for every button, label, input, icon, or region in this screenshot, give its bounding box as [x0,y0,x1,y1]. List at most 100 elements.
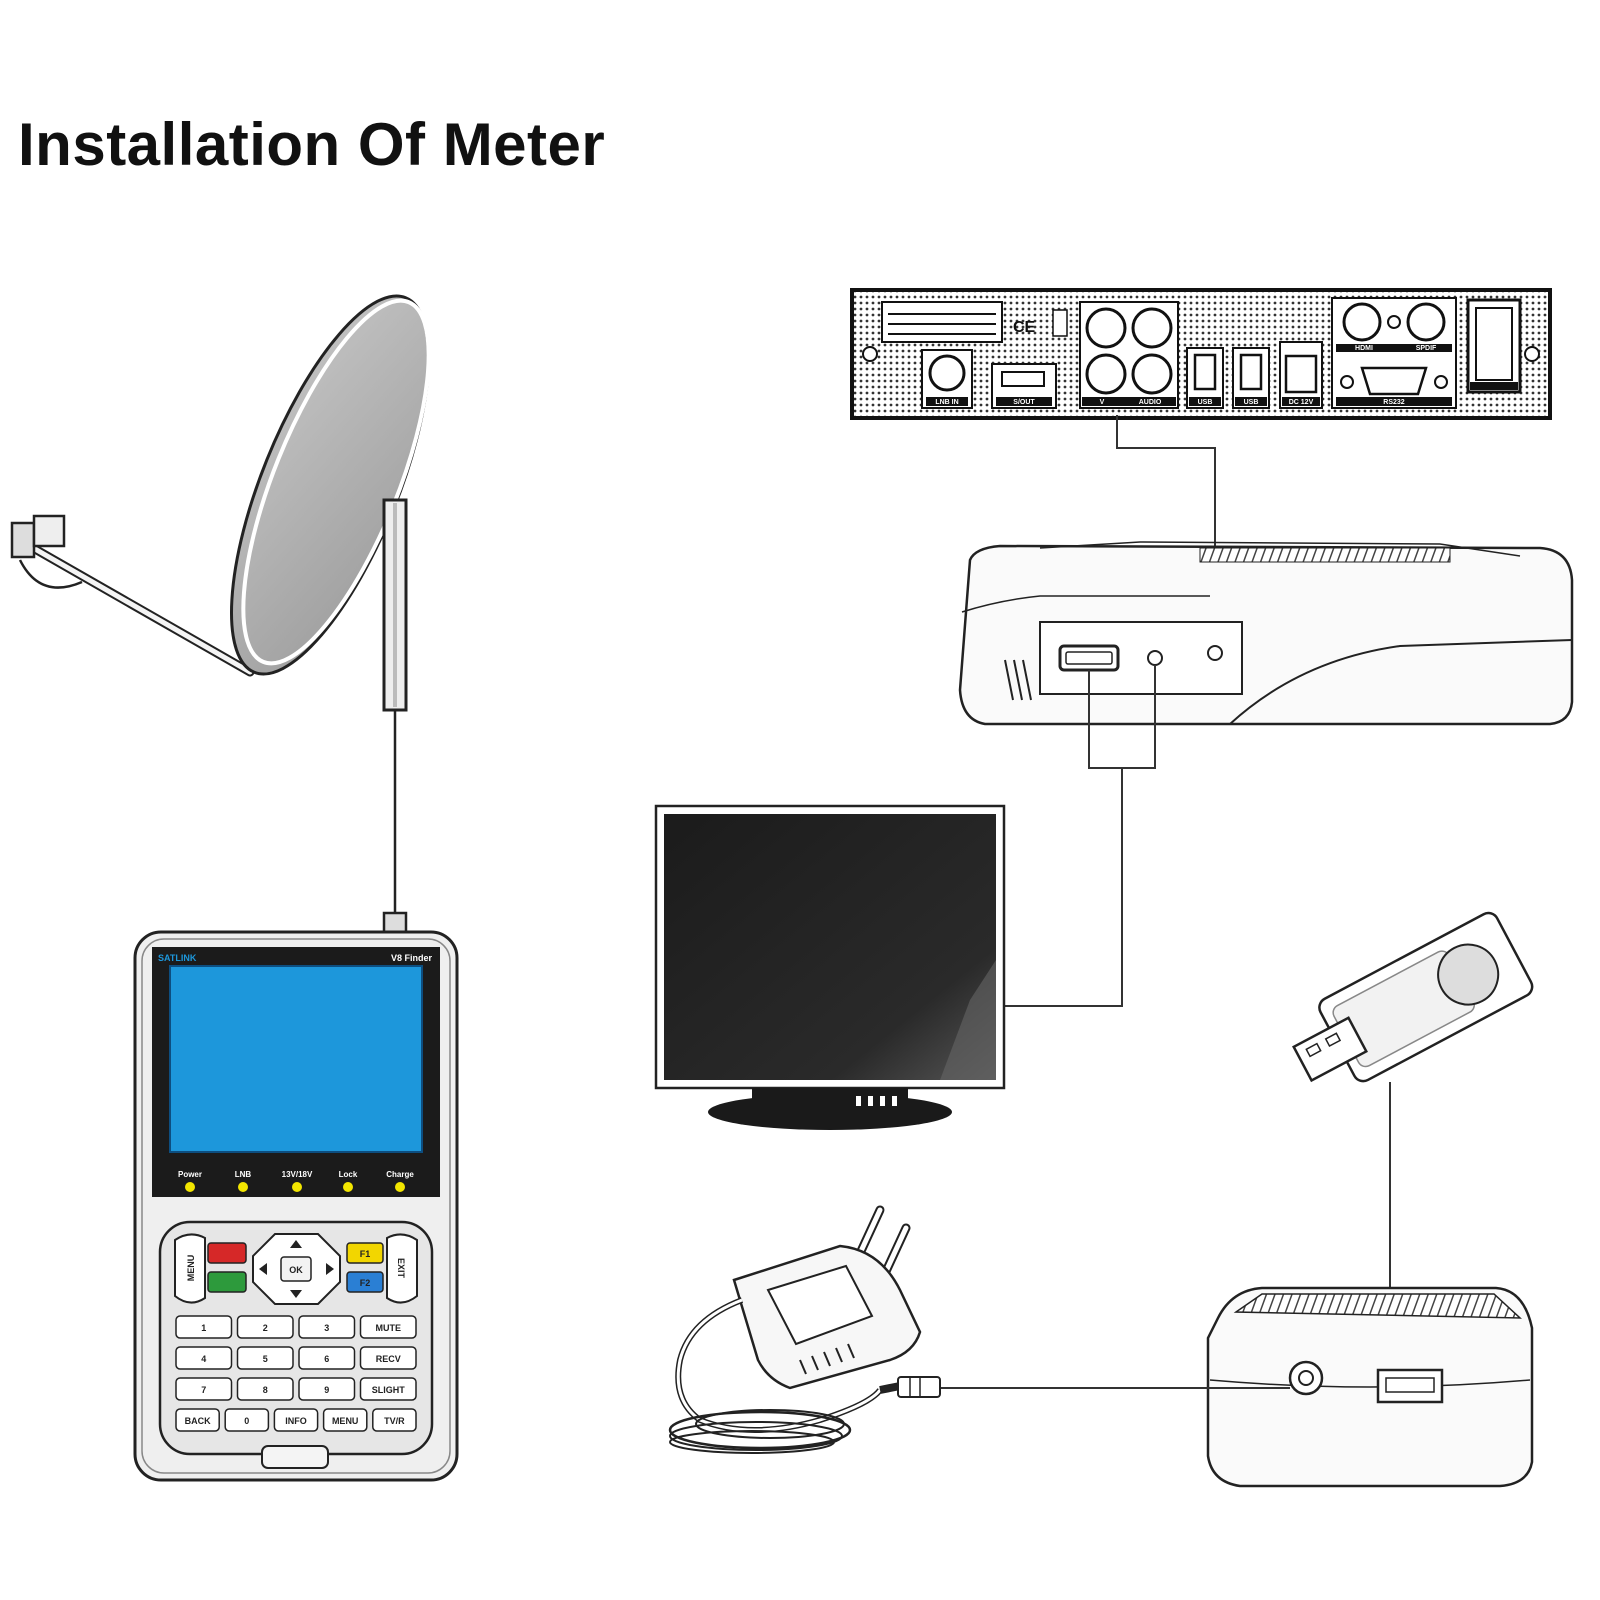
power-switch [1466,298,1522,394]
led-icon [238,1182,248,1192]
power-adapter-icon [668,1205,941,1454]
ce-mark-icon: CE [1013,319,1036,336]
connection-line [1003,768,1123,1007]
indicator-row: Power LNB 13V/18V Lock Charge [178,1170,414,1192]
keypad-key: 0 [224,1408,270,1432]
key-label: 1 [201,1323,206,1333]
keypad-key: MUTE [359,1315,417,1339]
port-label: RS232 [1383,399,1405,406]
port-label: S/OUT [1013,399,1035,406]
port-label: DC 12V [1289,399,1314,406]
port-label: USB [1198,399,1213,406]
meter-brand: SATLINK [158,953,197,963]
key-label: 8 [263,1385,268,1395]
up-arrow-icon [290,1240,302,1248]
key-label: 5 [263,1354,268,1364]
s-out-port: S/OUT [991,363,1057,409]
lnb-in-port: LNB IN [921,349,973,409]
key-label: INFO [285,1416,307,1426]
meter-side-view [958,541,1574,726]
port-label: USB [1244,399,1259,406]
keypad-key: 2 [236,1315,294,1339]
keypad-key: 4 [175,1346,233,1370]
keypad-key: 9 [298,1377,356,1401]
keypad-key: MENU [322,1408,368,1432]
meter-model: V8 Finder [391,953,433,963]
red-key [207,1242,247,1264]
key-label: MENU [332,1416,359,1426]
led-icon [185,1182,195,1192]
indicator-lock: Lock [339,1170,358,1192]
f2-label: F2 [360,1278,371,1288]
key-label: 6 [324,1354,329,1364]
key-label: 3 [324,1323,329,1333]
keypad-key: TV/R [372,1408,417,1432]
rca-av-ports: V AUDIO [1079,301,1179,409]
indicator-label: 13V/18V [282,1170,313,1179]
page-title: Installation Of Meter [18,111,606,178]
port-label: SPDIF [1416,345,1437,352]
hdmi-spdif-rs232-ports: HDMI SPDIF RS232 [1331,297,1457,409]
led-icon [395,1182,405,1192]
menu-label: MENU [186,1255,196,1282]
weee-bin-icon [1052,309,1068,337]
port-label: V [1100,399,1105,406]
keypad-key: SLIGHT [359,1377,417,1401]
indicator-charge: Charge [386,1170,414,1192]
port-label: LNB IN [935,399,958,406]
menu-side-button: MENU [174,1233,206,1304]
satellite-dish-icon [10,294,431,712]
yellow-key: F1 [346,1242,384,1264]
left-arrow-icon [259,1263,267,1275]
dpad: OK [252,1233,341,1305]
lnb-icon [10,514,83,589]
usb-port-2: USB [1232,347,1270,409]
indicator-label: LNB [235,1170,252,1179]
usb-port-1: USB [1186,347,1224,409]
dc-12v-port: DC 12V [1279,341,1323,409]
key-label: MUTE [376,1323,402,1333]
keypad-key: RECV [359,1346,417,1370]
av-jack [1147,650,1163,666]
led-icon [292,1182,302,1192]
usb-drive-icon [1292,911,1534,1083]
keypad: 1 2 3 MUTE 4 5 6 RECV 7 8 9 SLIGHT BACK 0 INFO MENU TV/R [175,1315,417,1432]
key-label: SLIGHT [372,1385,406,1395]
port-label: AUDIO [1139,399,1162,406]
indicator-voltage: 13V/18V [282,1170,313,1192]
keypad-key: BACK [175,1408,220,1432]
keypad-key: 8 [236,1377,294,1401]
key-label: BACK [185,1416,211,1426]
keypad-key: 1 [175,1315,233,1339]
led-icon [343,1182,353,1192]
keypad-key: 5 [236,1346,294,1370]
port-label: HDMI [1355,345,1373,352]
indicator-label: Lock [339,1170,358,1179]
indicator-lnb: LNB [235,1170,252,1192]
ok-label: OK [289,1265,303,1275]
keypad-key: 3 [298,1315,356,1339]
indicator-label: Power [178,1170,202,1179]
green-key [207,1271,247,1293]
meter-bottom-view [1206,1286,1534,1488]
f1-label: F1 [360,1249,371,1259]
indicator-power: Power [178,1170,202,1192]
monitor-icon [654,804,1006,1130]
keypad-key: 7 [175,1377,233,1401]
satellite-meter: SATLINK V8 Finder Power LNB 13V/18V Lock… [133,911,459,1482]
key-label: RECV [376,1354,401,1364]
exit-side-button: EXIT [386,1233,418,1304]
down-arrow-icon [290,1290,302,1298]
indicator-label: Charge [386,1170,414,1179]
key-label: 9 [324,1385,329,1395]
right-arrow-icon [326,1263,334,1275]
receiver-back-panel: CE LNB IN S/OUT V AUDIO [850,288,1552,420]
key-label: 4 [201,1354,206,1364]
key-label: 2 [263,1323,268,1333]
key-label: TV/R [384,1416,405,1426]
usb-jack [1207,645,1223,661]
key-label: 0 [244,1416,249,1426]
meter-screen [169,965,423,1153]
keypad-key: 6 [298,1346,356,1370]
